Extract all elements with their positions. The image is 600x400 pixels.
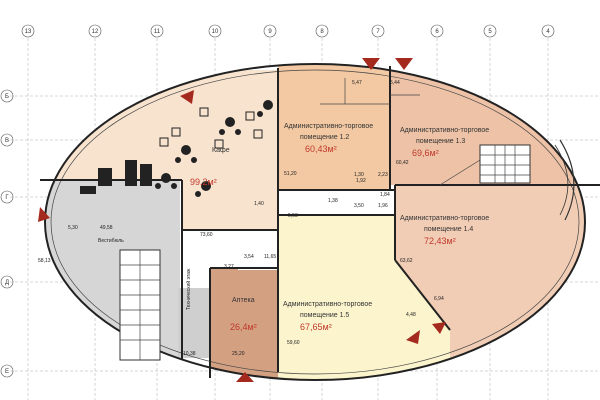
dim-label: 1,40 <box>254 201 264 207</box>
dim-label: 3,50 <box>354 203 364 209</box>
dimension-labels: 5,47 5,44 60,42 51,20 63,62 6,94 4,48 59… <box>38 80 444 357</box>
room-title-1-3: Административно-торговое <box>400 127 489 134</box>
cafe-furniture <box>80 100 273 197</box>
top-axis-labels: 13 12 11 10 9 8 7 6 5 4 <box>21 24 555 38</box>
axis-label-left: Е <box>5 369 9 375</box>
dim-label: 2,23 <box>378 172 388 178</box>
dim-label: 3,54 <box>244 254 254 260</box>
dim-label: 5,53 <box>288 213 298 219</box>
dim-label: 63,62 <box>400 258 413 264</box>
axis-label-top: 5 <box>488 29 492 35</box>
room-title-1-3b: помещение 1.3 <box>416 138 465 145</box>
dim-label: 11,65 <box>264 254 276 260</box>
axis-label-top: 7 <box>376 29 380 35</box>
room-title-1-4b: помещение 1.4 <box>424 226 473 233</box>
room-tech <box>178 288 210 358</box>
room-pharmacy <box>210 268 278 378</box>
room-area-pharmacy: 26,4м² <box>230 322 257 332</box>
axis-label-left: В <box>5 138 9 144</box>
dim-label: 1,84 <box>380 192 390 198</box>
axis-label-left: Б <box>5 94 9 100</box>
room-area-cafe: 99,2м² <box>190 177 217 187</box>
room-title-1-4: Административно-торговое <box>400 215 489 222</box>
room-title-cafe: Кафе <box>212 147 230 154</box>
room-area-1-2: 60,43м² <box>305 144 337 154</box>
room-1-5 <box>278 215 450 380</box>
room-title-1-2b: помещение 1.2 <box>300 134 349 141</box>
room-title-1-5b: помещение 1.5 <box>300 312 349 319</box>
dim-label: 5,44 <box>390 80 400 86</box>
dim-label: 73,60 <box>200 232 213 238</box>
room-title-tech: Технический этаж <box>185 268 192 310</box>
dim-label: 59,60 <box>287 340 300 346</box>
axis-label-top: 13 <box>25 29 32 35</box>
axis-label-left: Д <box>5 280 9 286</box>
dim-label: 1,38 <box>328 198 338 204</box>
room-title-lobby: Вестибюль <box>98 238 124 244</box>
dim-label: 49,58 <box>100 225 113 231</box>
dim-label: 5,47 <box>352 80 362 86</box>
dim-label: 4,48 <box>406 312 416 318</box>
axis-label-top: 11 <box>154 29 161 35</box>
dim-label: 10,38 <box>183 351 196 357</box>
room-area-1-5: 67,65м² <box>300 322 332 332</box>
entrance-markers <box>38 58 446 382</box>
axis-label-top: 9 <box>268 29 272 35</box>
axis-label-top: 6 <box>435 29 439 35</box>
building-outline <box>44 63 586 381</box>
axis-label-top: 12 <box>92 29 99 35</box>
dim-label: 58,13 <box>38 258 51 264</box>
room-title-pharmacy: Аптека <box>232 297 255 304</box>
dim-label: 1,96 <box>378 203 388 209</box>
axis-label-top: 4 <box>546 29 550 35</box>
room-title-1-5: Административно-торговое <box>283 301 372 308</box>
room-area-1-3: 69,6м² <box>412 148 439 158</box>
dim-label: 51,20 <box>284 171 297 177</box>
dim-label: 25,20 <box>232 351 245 357</box>
room-1-2 <box>278 64 390 190</box>
stair-right <box>479 139 575 221</box>
room-area-1-4: 72,43м² <box>424 236 456 246</box>
dim-label: 6,94 <box>434 296 444 302</box>
room-title-1-2: Административно-торговое <box>284 123 373 130</box>
dim-label: 60,42 <box>396 160 409 166</box>
dim-label: 1,30 <box>354 172 364 178</box>
axis-label-left: Г <box>5 195 9 201</box>
dim-label: 3,27 <box>224 264 234 270</box>
axis-label-top: 8 <box>320 29 324 35</box>
dim-label: 1,92 <box>356 178 366 184</box>
dim-label: 5,30 <box>68 225 78 231</box>
stair-left <box>119 249 161 361</box>
axis-label-top: 10 <box>212 29 219 35</box>
interior-walls <box>40 66 600 378</box>
